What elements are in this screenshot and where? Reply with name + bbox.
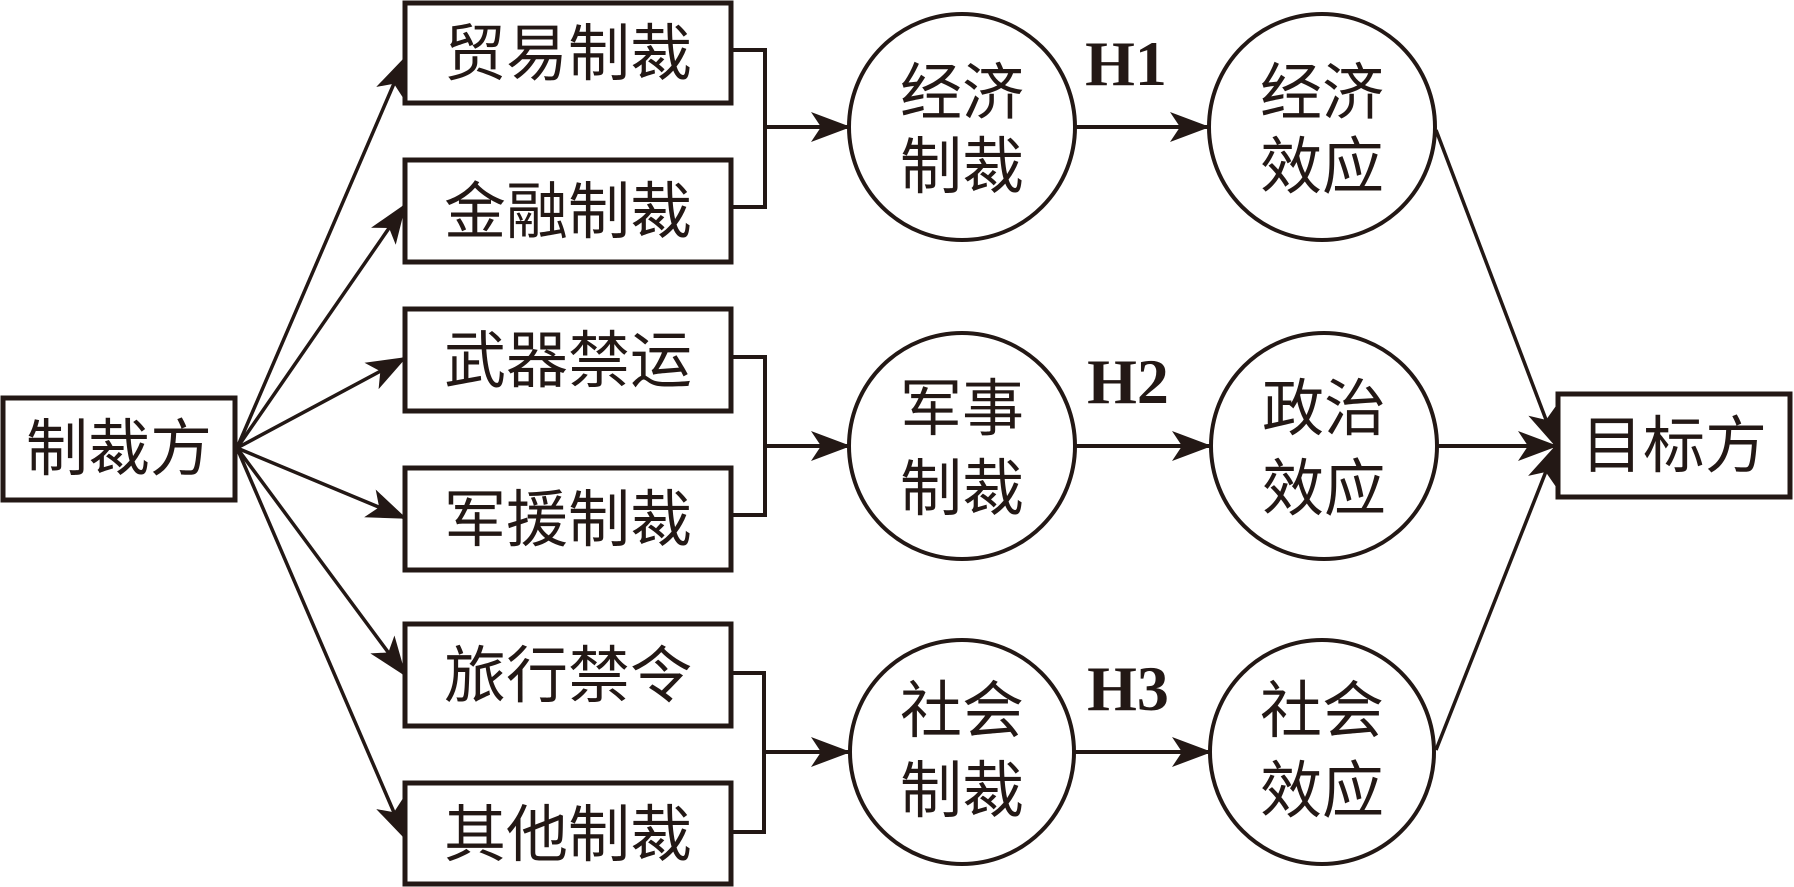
instrument-label: 贸易制裁 <box>444 17 692 90</box>
instrument-label: 其他制裁 <box>444 798 692 871</box>
instrument-node-other: 其他制裁 <box>402 780 734 887</box>
bracket-social <box>731 671 851 834</box>
hypothesis-h2: H2 <box>1075 346 1212 461</box>
effect-political: 政治 效应 <box>1209 331 1439 561</box>
arrow-to-trade-sanction <box>235 56 407 449</box>
instrument-node-trade: 贸易制裁 <box>402 0 734 106</box>
sanction-type-line1: 社会 <box>900 674 1024 747</box>
effect-line2: 效应 <box>1262 452 1386 525</box>
hypothesis-h1: H1 <box>1075 28 1210 142</box>
arrow-to-travel-ban <box>235 446 407 677</box>
effect-line2: 效应 <box>1260 754 1384 827</box>
instrument-label: 金融制裁 <box>444 175 692 248</box>
arrow-economic-effect-to-target <box>1434 129 1558 448</box>
arrow-social-effect-to-target <box>1434 444 1558 751</box>
arrow-to-financial-sanction <box>235 203 407 449</box>
hypothesis-label: H1 <box>1085 28 1167 99</box>
effect-economic: 经济 效应 <box>1207 12 1437 242</box>
source-label: 制裁方 <box>26 412 212 485</box>
sanction-type-social: 社会 制裁 <box>848 638 1076 866</box>
instrument-label: 旅行禁令 <box>444 639 692 712</box>
target-node: 目标方 <box>1555 391 1793 500</box>
instrument-label: 军援制裁 <box>444 483 692 556</box>
bracket-military <box>731 355 851 517</box>
instrument-node-military-aid: 军援制裁 <box>402 465 734 573</box>
sanction-type-line2: 制裁 <box>900 452 1024 525</box>
sanction-type-line1: 经济 <box>900 56 1024 129</box>
sanction-type-economic: 经济 制裁 <box>847 12 1077 242</box>
effect-line1: 政治 <box>1262 372 1386 445</box>
instrument-label: 武器禁运 <box>444 324 692 397</box>
effect-line1: 社会 <box>1260 674 1384 747</box>
effect-to-target-arrows <box>1434 129 1558 751</box>
bracket-economic <box>731 48 851 209</box>
instrument-node-travel-ban: 旅行禁令 <box>402 621 734 729</box>
source-to-instrument-arrows <box>235 56 407 840</box>
instrument-node-arms-embargo: 武器禁运 <box>402 306 734 414</box>
effect-line2: 效应 <box>1260 130 1384 203</box>
arrow-to-other-sanction <box>235 447 407 840</box>
target-label: 目标方 <box>1581 409 1767 482</box>
source-node: 制裁方 <box>0 395 238 503</box>
effect-line1: 经济 <box>1260 56 1384 129</box>
hypothesis-label: H2 <box>1087 346 1169 417</box>
hypothesis-label: H3 <box>1087 653 1169 724</box>
arrow-to-military-aid-sanction <box>236 446 407 520</box>
sanction-type-military: 军事 制裁 <box>847 331 1077 561</box>
instrument-node-financial: 金融制裁 <box>402 157 734 265</box>
sanction-type-line2: 制裁 <box>900 754 1024 827</box>
effect-social: 社会 效应 <box>1208 638 1436 866</box>
sanction-type-line2: 制裁 <box>900 130 1024 203</box>
sanction-type-line1: 军事 <box>900 372 1024 445</box>
arrow-to-arms-embargo <box>236 356 407 450</box>
hypothesis-h3: H3 <box>1075 653 1212 767</box>
